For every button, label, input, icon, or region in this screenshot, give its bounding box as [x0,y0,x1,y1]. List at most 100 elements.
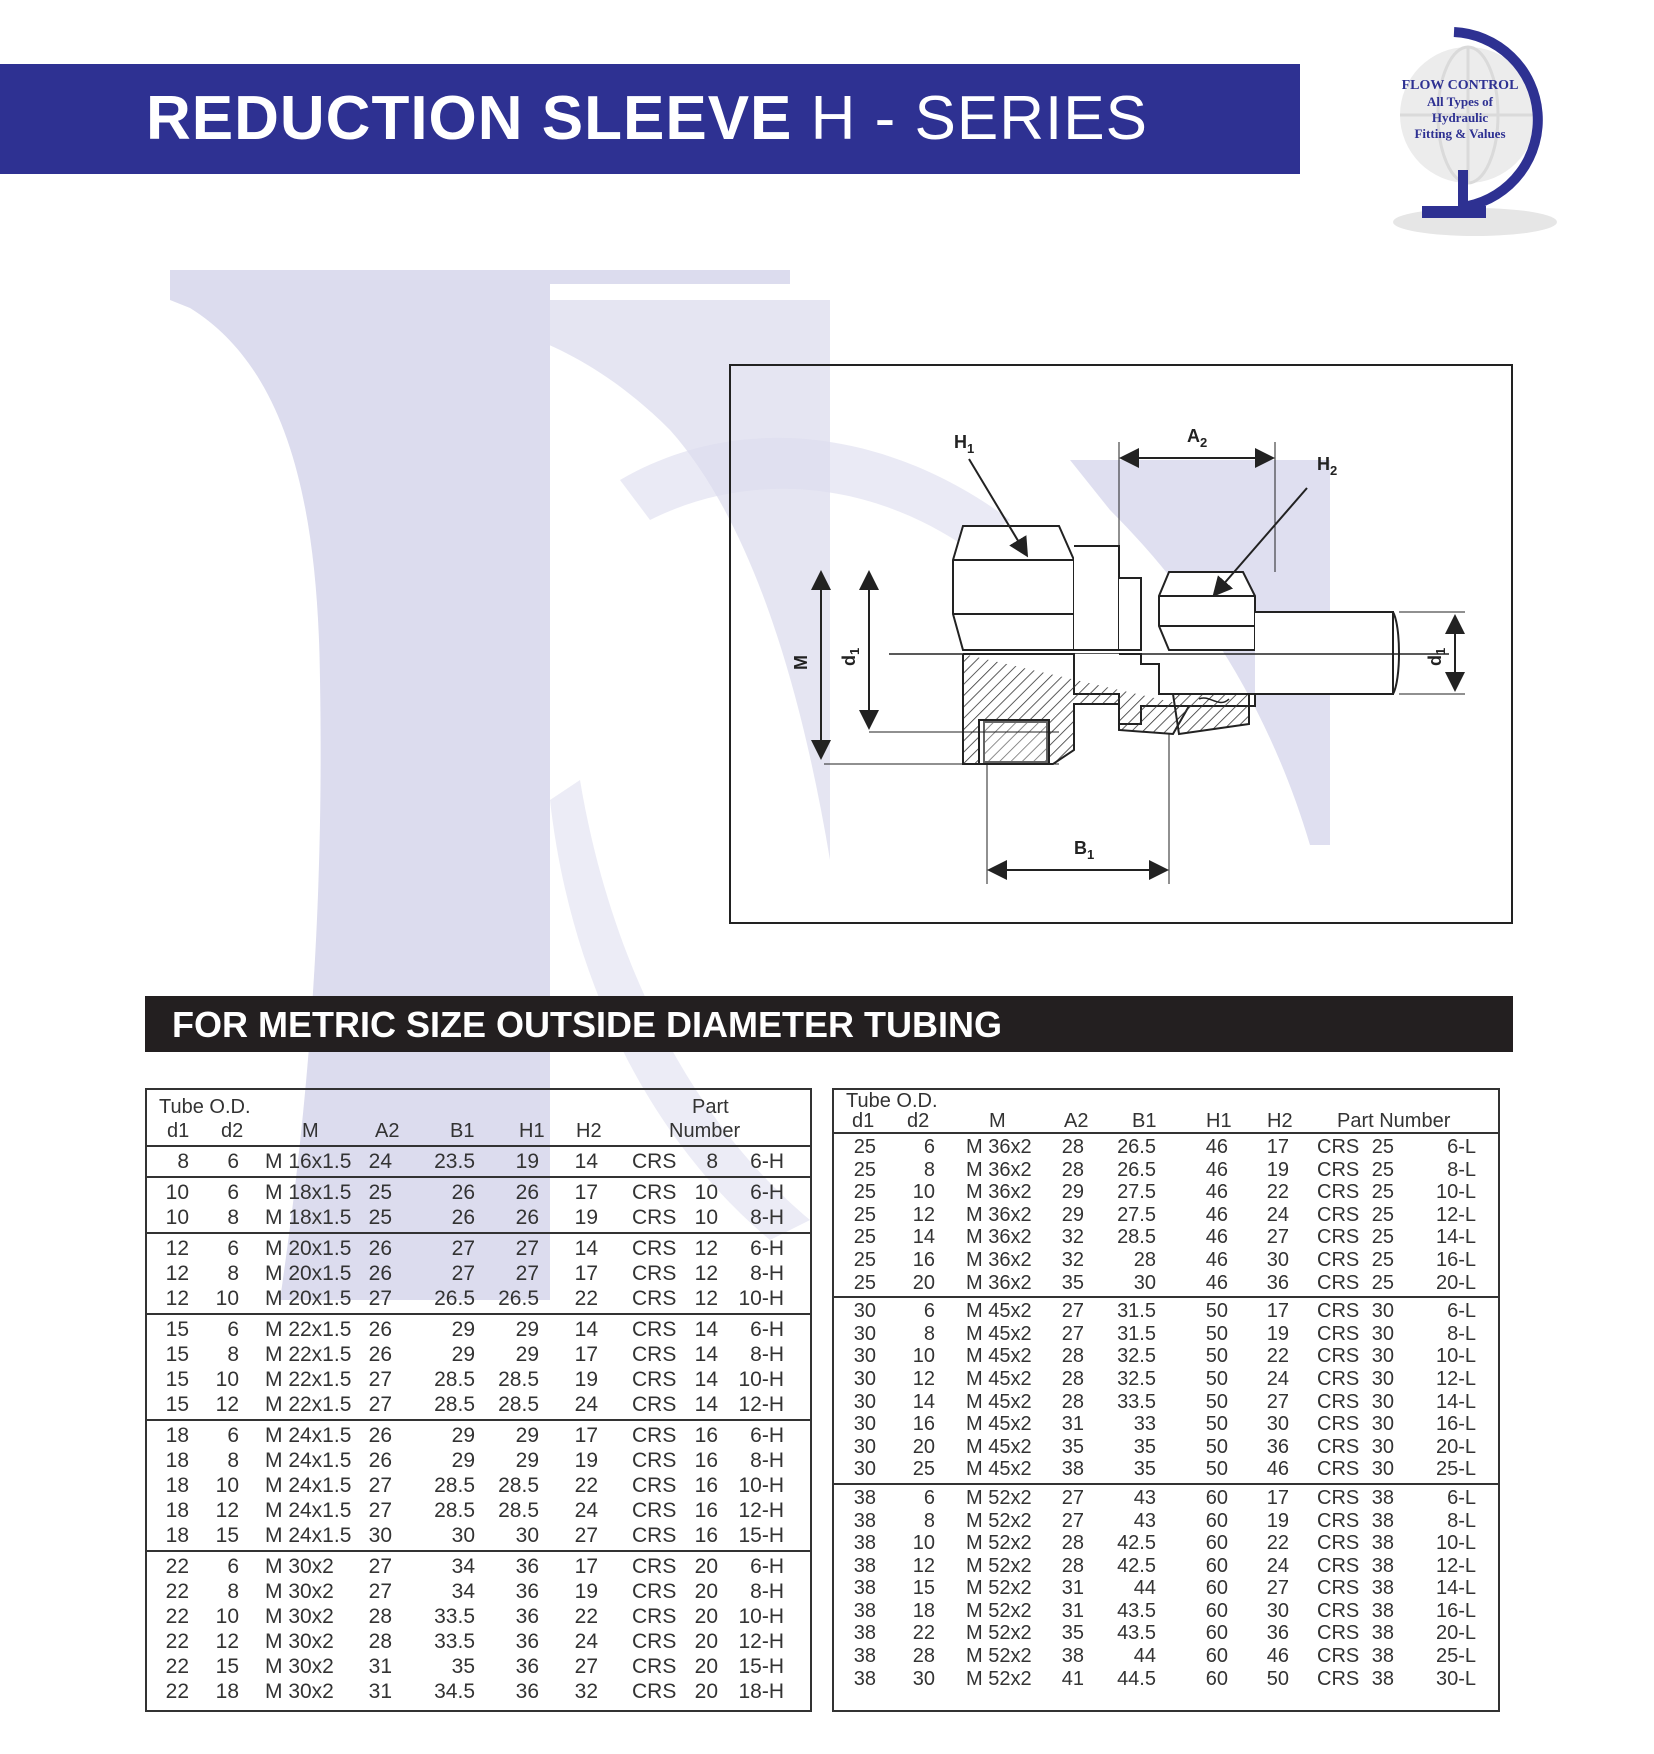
cell-d2: 6 [227,1318,239,1341]
cell-b1: 34 [451,1580,475,1603]
logo-text: FLOW CONTROL All Types of Hydraulic Fitt… [1385,78,1535,142]
cell-h1: 28.5 [498,1368,539,1391]
cell-d1: 12 [165,1262,189,1285]
cell-suffix: 6-L [1447,1486,1476,1509]
cell-h1: 36 [515,1630,539,1653]
cell-a2: 27 [368,1580,392,1603]
cell-d2: 10 [215,1605,239,1628]
cell-prefix: CRS [632,1474,677,1497]
cell-prefix: CRS [1317,1158,1360,1181]
cell-h1: 50 [1205,1300,1228,1323]
cell-d1: 38 [853,1554,876,1577]
cell-d1: 25 [853,1181,876,1204]
cell-m: M 52x2 [966,1554,1032,1577]
section-bar [145,996,1513,1052]
cell-size: 12 [694,1287,718,1310]
cell-h1: 60 [1205,1509,1228,1532]
cell-size: 30 [1371,1322,1394,1345]
cell-d1: 30 [853,1435,876,1458]
cell-suffix: 8-H [750,1343,784,1366]
cell-b1: 44.5 [1117,1667,1156,1690]
cell-a2: 27 [368,1368,392,1391]
cell-h2: 30 [1266,1248,1289,1271]
cell-h2: 17 [1266,1300,1289,1323]
cell-m: M 30x2 [265,1630,334,1653]
cell-suffix: 14-L [1435,1390,1476,1413]
cell-h2: 27 [1266,1390,1289,1413]
cell-size: 25 [1371,1226,1394,1249]
cell-d2: 22 [912,1622,935,1645]
cell-d2: 6 [227,1150,239,1173]
cell-h2: 17 [574,1343,598,1366]
header-tube-od: Tube O.D. [846,1090,938,1112]
cell-b1: 42.5 [1117,1532,1156,1555]
cell-d1: 30 [853,1413,876,1436]
cell-d1: 38 [853,1577,876,1600]
cell-a2: 28 [1061,1532,1084,1555]
cell-m: M 18x1.5 [265,1206,352,1229]
cell-size: 38 [1371,1645,1394,1668]
cell-h2: 19 [574,1368,598,1391]
cell-h2: 32 [574,1680,598,1703]
cell-a2: 27 [368,1555,392,1578]
cell-prefix: CRS [1317,1667,1360,1690]
cell-prefix: CRS [1317,1181,1360,1204]
cell-a2: 28 [1061,1136,1084,1158]
cell-d2: 14 [912,1390,935,1413]
cell-h1: 36 [515,1605,539,1628]
cell-b1: 27 [451,1237,475,1260]
cell-h1: 27 [515,1262,539,1285]
cell-b1: 34 [451,1555,475,1578]
cell-b1: 27 [451,1262,475,1285]
title-bold: REDUCTION SLEEVE [146,84,793,153]
cell-d2: 12 [215,1499,239,1522]
cell-a2: 27 [1061,1322,1084,1345]
cell-a2: 31 [368,1680,392,1703]
cell-b1: 35 [451,1655,475,1678]
cell-prefix: CRS [1317,1532,1360,1555]
cell-size: 20 [694,1680,718,1703]
cell-b1: 43 [1133,1486,1156,1509]
cell-b1: 23.5 [434,1150,475,1173]
cell-size: 38 [1371,1532,1394,1555]
logo-line-3: Hydraulic [1431,110,1489,125]
cell-size: 14 [694,1318,718,1341]
cell-h2: 36 [1266,1435,1289,1458]
header-d2: d2 [221,1120,244,1142]
cell-h1: 30 [515,1524,539,1547]
cell-a2: 26 [368,1237,392,1260]
header-d1: d1 [852,1110,875,1132]
cell-prefix: CRS [632,1287,677,1310]
cell-prefix: CRS [1317,1435,1360,1458]
cell-d2: 14 [912,1226,935,1249]
cell-h1: 50 [1205,1367,1228,1390]
cell-size: 16 [694,1424,718,1447]
cell-suffix: 18-H [738,1680,784,1703]
cell-a2: 26 [368,1318,392,1341]
label-d1-right: d1 [1425,648,1448,666]
cell-d2: 15 [912,1577,935,1600]
label-b1: B1 [1074,838,1094,862]
cell-d2: 6 [227,1237,239,1260]
cell-a2: 31 [1061,1413,1084,1436]
cell-h1: 28.5 [498,1474,539,1497]
cell-size: 30 [1371,1458,1394,1481]
cell-suffix: 25-L [1435,1645,1476,1668]
cell-d2: 30 [912,1667,935,1690]
cell-b1: 28.5 [1117,1226,1156,1249]
cell-h2: 22 [574,1605,598,1628]
cell-suffix: 16-L [1435,1599,1476,1622]
cell-h1: 26 [515,1181,539,1204]
cell-suffix: 12-L [1435,1554,1476,1577]
cell-prefix: CRS [1317,1271,1360,1294]
cell-m: M 30x2 [265,1555,334,1578]
